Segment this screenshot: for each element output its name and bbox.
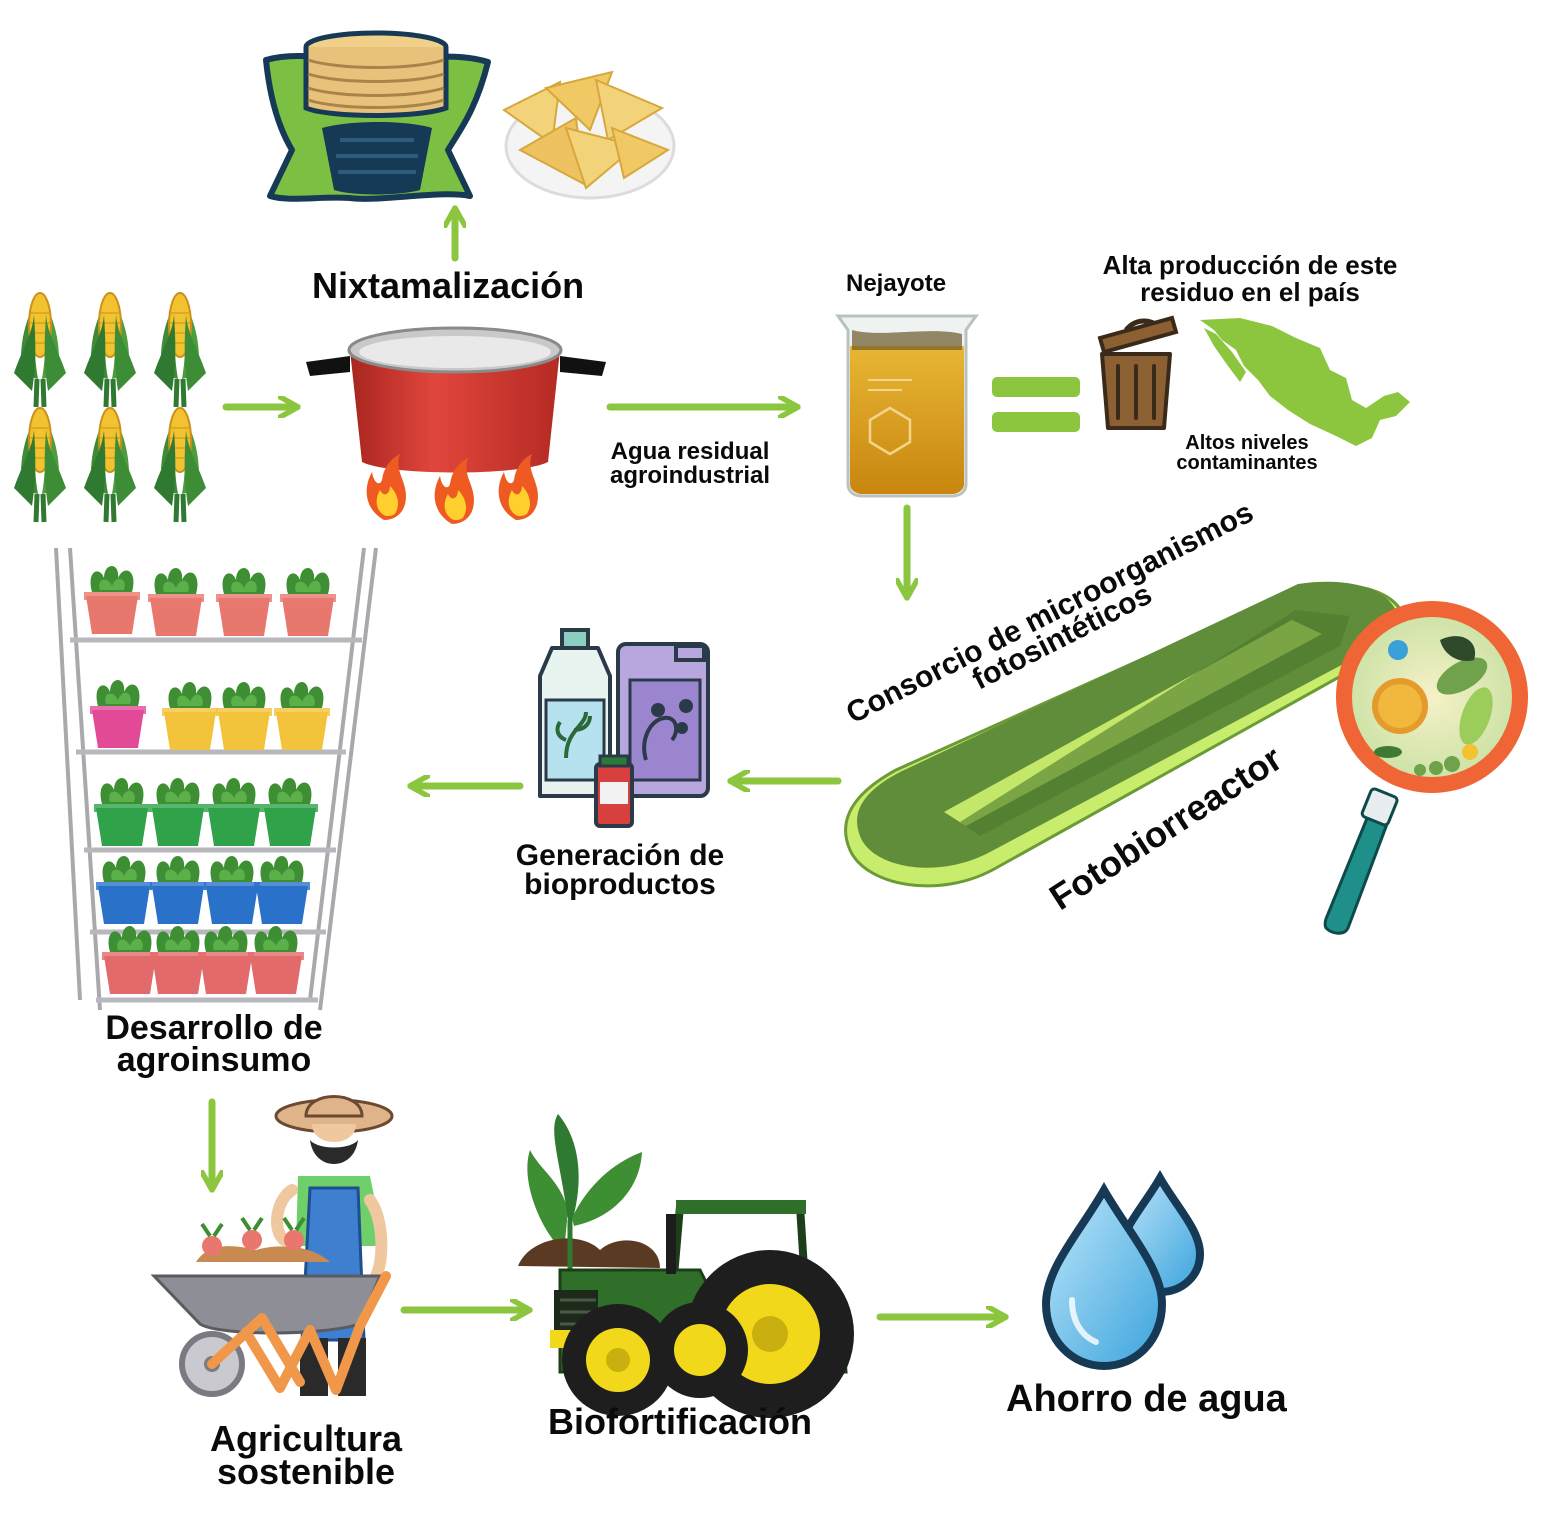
corn-cob-icon (14, 293, 206, 522)
water-drops-icon (1041, 1169, 1205, 1371)
label-alta-produccion-line2: residuo en el país (1140, 276, 1360, 307)
label-desarrollo-line2: agroinsumo (116, 1041, 312, 1080)
label-alta-produccion: Alta producción de este residuo en el pa… (1080, 252, 1420, 305)
label-desarrollo: Desarrollo de agroinsumo (84, 1009, 344, 1080)
beaker-icon (835, 314, 979, 498)
magnifier-microorganisms-icon (1323, 601, 1528, 935)
plant-shelf-icon (54, 547, 378, 1011)
farmer-wheelbarrow-icon (150, 1095, 394, 1397)
label-altos-niveles-line2: contaminantes (1176, 451, 1318, 474)
flow-arrows (212, 210, 1004, 1317)
label-altos-niveles: Altos niveles contaminantes (1152, 432, 1342, 474)
trash-can-icon (1097, 315, 1179, 430)
label-agricultura-line2: sostenible (216, 1451, 396, 1493)
label-generacion-line1: Generación de (515, 839, 725, 872)
label-desarrollo-line1: Desarrollo de (105, 1009, 323, 1047)
label-agua-residual-line1: Agua residual (610, 438, 770, 465)
raceway-photobioreactor-icon (844, 581, 1407, 888)
cooking-pot-icon (306, 326, 606, 473)
label-alta-produccion-line1: Alta producción de este (1102, 250, 1398, 280)
label-agricultura: Agricultura sostenible (196, 1418, 416, 1493)
label-biofortificacion: Biofortificación (548, 1401, 813, 1442)
label-agricultura-line1: Agricultura (209, 1418, 403, 1459)
label-generacion-line2: bioproductos (524, 867, 716, 901)
label-ahorro: Ahorro de agua (1006, 1378, 1287, 1420)
bioproduct-containers-icon (538, 628, 710, 828)
label-altos-niveles-line1: Altos niveles (1185, 432, 1309, 454)
label-generacion: Generación de bioproductos (500, 839, 740, 901)
tortilla-chips-icon (502, 70, 676, 200)
mexico-map-icon (1200, 318, 1410, 446)
label-agua-residual: Agua residual agroindustrial (610, 438, 771, 490)
equals-sign (992, 377, 1080, 432)
tractor-sprout-icon (518, 1114, 854, 1418)
label-nejayote: Nejayote (846, 270, 947, 297)
label-nixtamalizacion: Nixtamalización (312, 265, 585, 306)
label-agua-residual-line2: agroindustrial (610, 462, 771, 490)
tortilla-basket-icon (263, 30, 491, 202)
